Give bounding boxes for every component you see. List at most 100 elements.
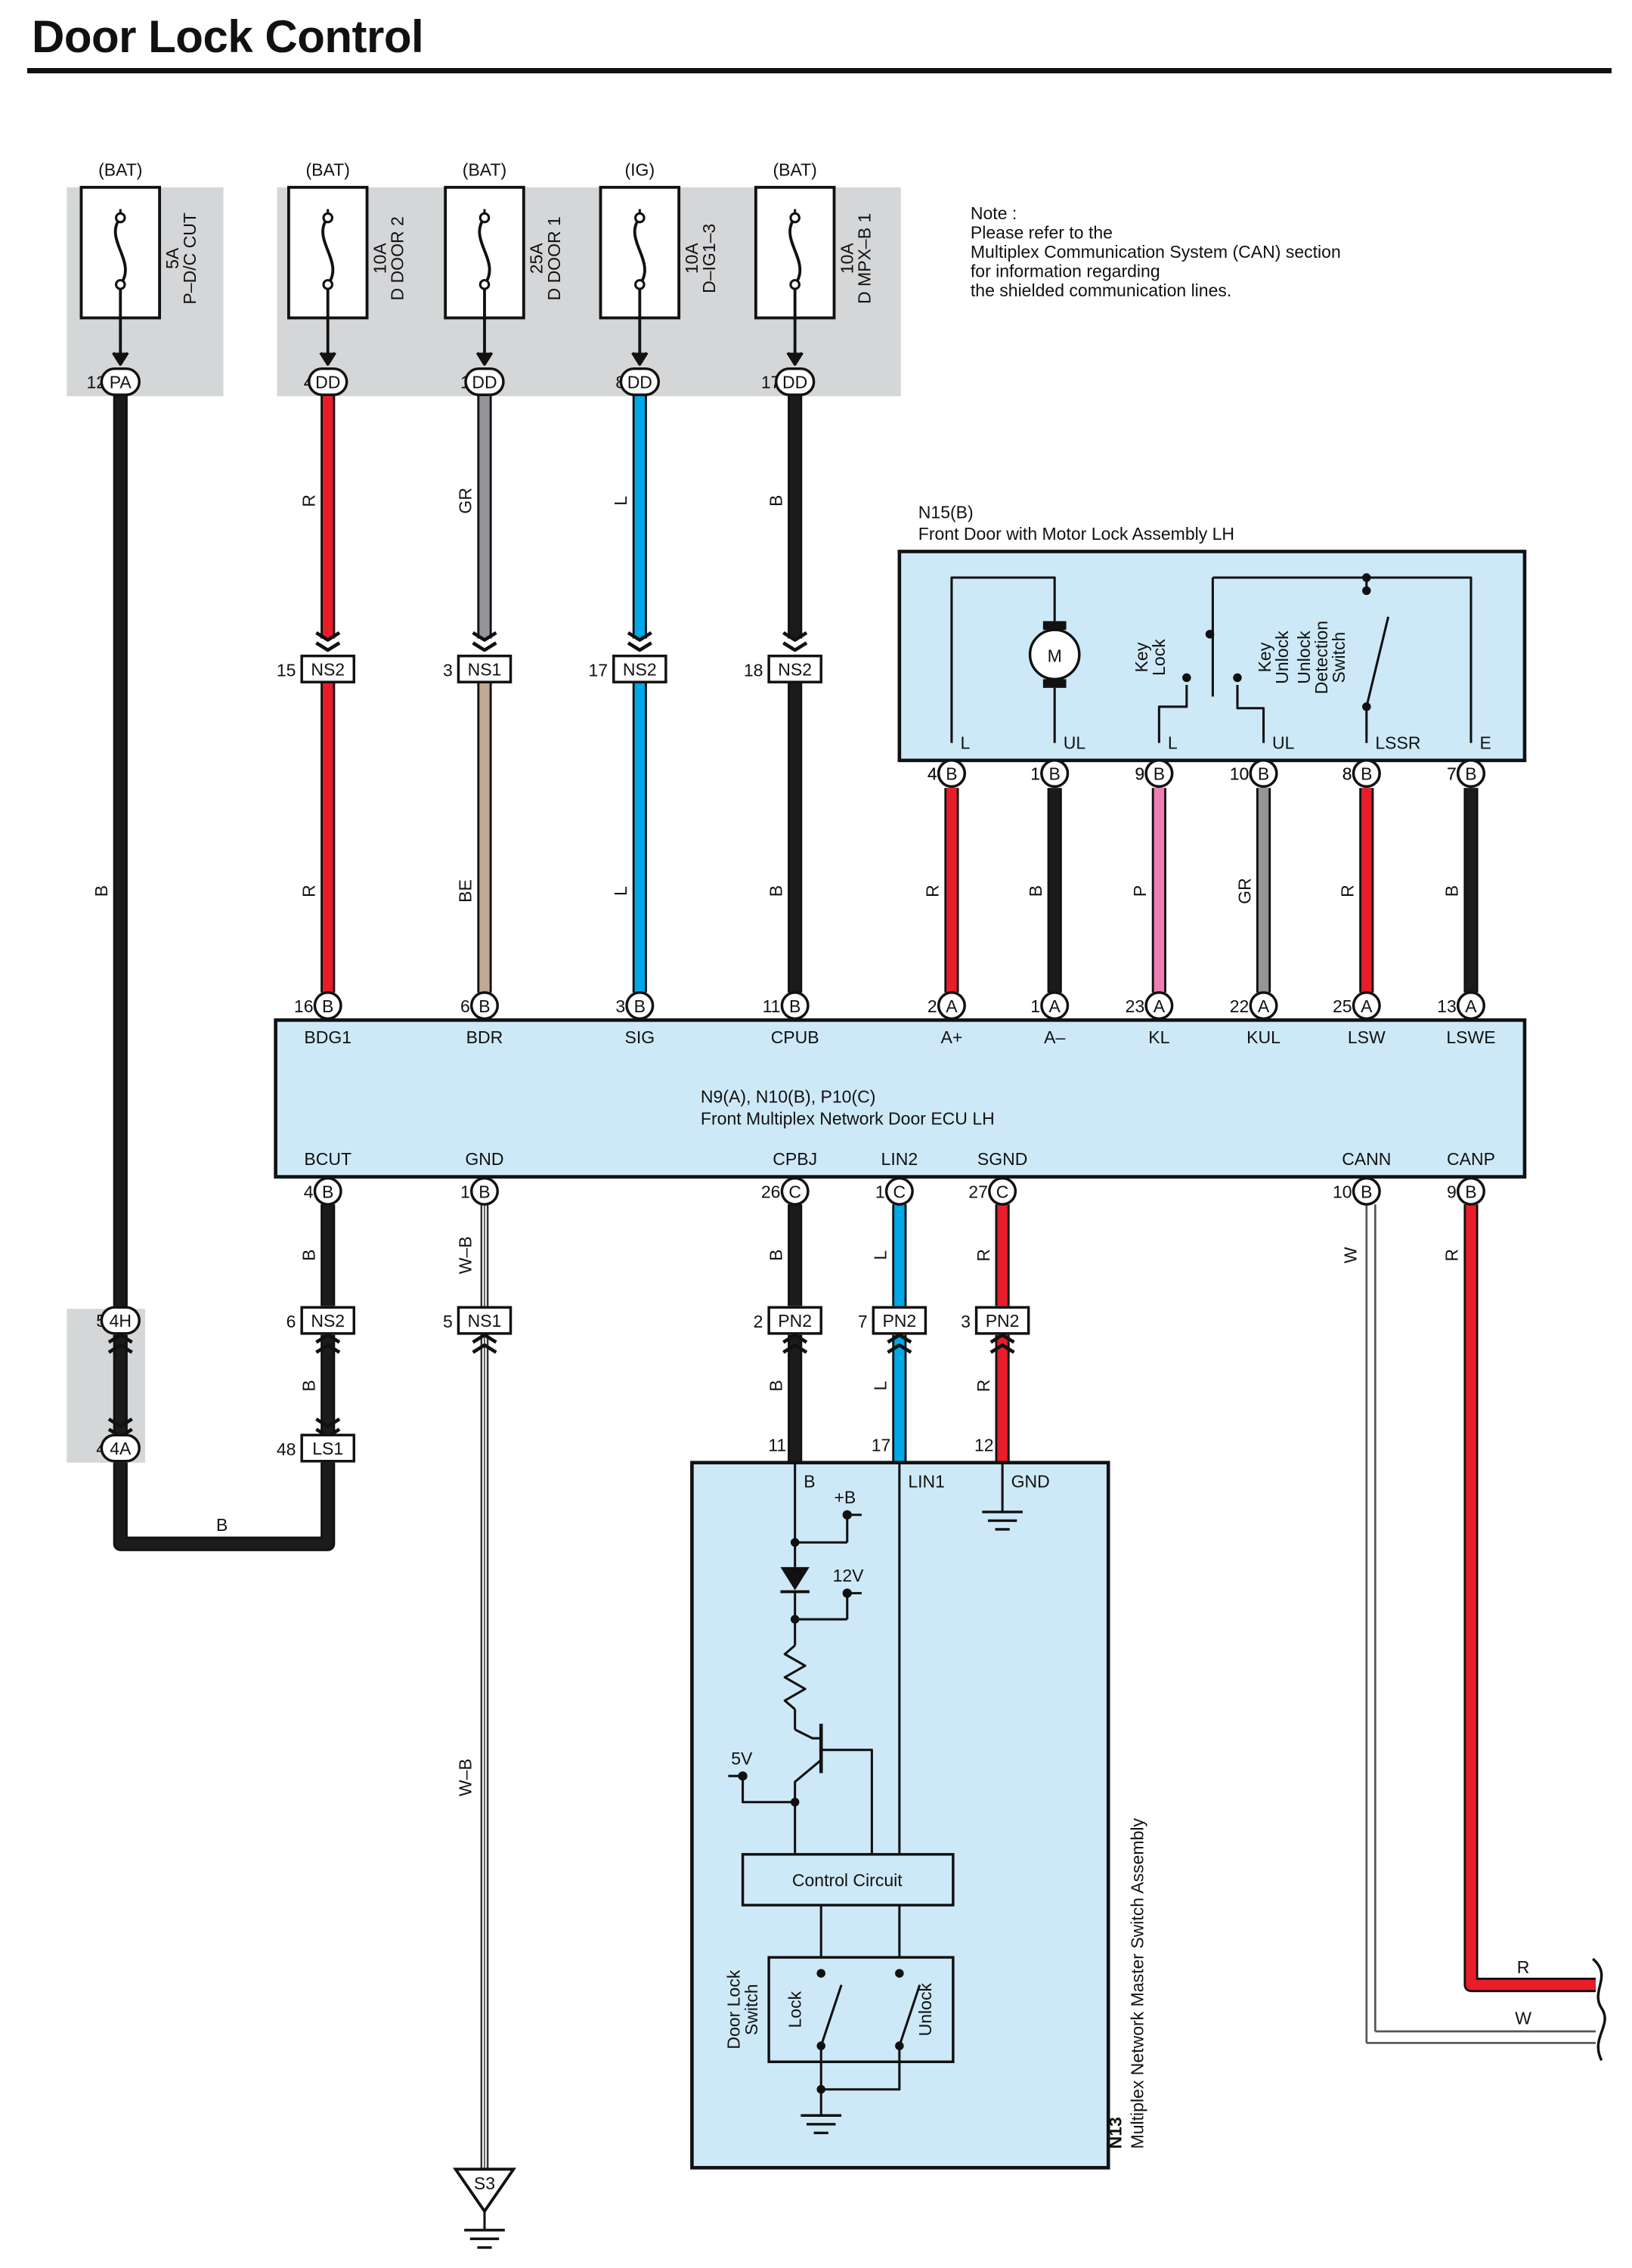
ecu-top-label: LSWE bbox=[1446, 1027, 1495, 1047]
fuse-3-element bbox=[478, 216, 491, 286]
fuse-2-terminal bbox=[322, 279, 334, 290]
conn-ls1-label: LS1 bbox=[312, 1439, 343, 1458]
switch-ground-wire bbox=[819, 2046, 901, 2091]
transistor-emitter bbox=[794, 1728, 822, 1740]
ecu-top-7-pin-letter: A bbox=[1154, 996, 1166, 1016]
junction-upper-4-box bbox=[767, 654, 822, 683]
fuse-2-element bbox=[321, 216, 335, 286]
wire-code: B bbox=[766, 1250, 785, 1261]
v5-label: 5V bbox=[731, 1749, 753, 1768]
fuse-5-terminal bbox=[789, 279, 801, 290]
junction-upper-3-label: NS2 bbox=[623, 660, 657, 680]
plus-b-label: +B bbox=[834, 1487, 856, 1507]
motor-terminal-3-pin-number: 9 bbox=[1135, 764, 1144, 784]
key-lock-wire bbox=[1157, 685, 1188, 743]
control-circuit-box bbox=[741, 1853, 955, 1907]
fuse-5-terminal bbox=[789, 212, 801, 224]
master-pin-number: 12 bbox=[974, 1435, 994, 1455]
conn-4h-pin-letter: 4H bbox=[110, 1311, 132, 1331]
ecu-top-label: A+ bbox=[941, 1027, 963, 1047]
wire-code: R bbox=[299, 885, 318, 897]
key-lock-contact bbox=[1182, 673, 1191, 683]
motor-terminal-top-1-pin-badge bbox=[937, 759, 966, 789]
detection-label: Unlock bbox=[1294, 631, 1314, 684]
wire-code: W bbox=[1340, 1247, 1360, 1263]
fuse-2-arrow bbox=[319, 352, 336, 366]
junction-upper-2-pin-number: 3 bbox=[443, 661, 453, 680]
key-unlock-label: Key bbox=[1255, 642, 1274, 672]
ecu-bottom-label: LIN2 bbox=[881, 1149, 918, 1169]
junction-upper-1-chevron bbox=[315, 641, 341, 652]
fuse-5-arrow bbox=[786, 352, 804, 366]
junction-lower-3-chevron bbox=[782, 1333, 808, 1344]
fuse-4-arrow bbox=[631, 352, 649, 366]
wire-code: B bbox=[1442, 885, 1462, 897]
junction-lower-1-pin-number: 6 bbox=[286, 1312, 296, 1331]
motor-terminal-top-3-pin-badge bbox=[1144, 759, 1174, 789]
junction-lower-1-box bbox=[300, 1306, 355, 1335]
ecu-top-3-pin-letter: B bbox=[634, 996, 646, 1016]
ecu-top-4-pin-badge bbox=[780, 991, 810, 1021]
junction-upper-4-label: NS2 bbox=[778, 660, 812, 680]
junction-lower-2-chevron bbox=[472, 1343, 497, 1354]
ecu-top-3-pin-badge bbox=[625, 991, 655, 1021]
fuse-3-source: (BAT) bbox=[463, 160, 506, 179]
ecu-bottom-5-pin-number: 27 bbox=[968, 1182, 988, 1201]
motor-terminal-4-pin-number: 10 bbox=[1230, 764, 1250, 784]
junction-upper-3-chevron bbox=[627, 631, 652, 642]
ecu-top-1-pin-letter: B bbox=[322, 996, 333, 1016]
fuse-conn-2-pin-letter: DD bbox=[315, 373, 340, 392]
detection-switch-blade bbox=[1365, 616, 1390, 708]
ecu-bottom-3-pin-number: 26 bbox=[761, 1182, 781, 1201]
detection-label: Detection bbox=[1311, 621, 1331, 694]
motor-terminal-top-2-pin-badge bbox=[1040, 759, 1070, 789]
note-line: Multiplex Communication System (CAN) sec… bbox=[971, 242, 1341, 262]
switch-contact bbox=[895, 1969, 904, 1978]
motor-terminal-top-1-pin-letter: B bbox=[946, 764, 957, 784]
motor-terminal-top-6-pin-letter: B bbox=[1465, 764, 1476, 784]
junction-upper-1-chevron bbox=[315, 631, 341, 642]
wire-code: R bbox=[974, 1380, 993, 1393]
junction-upper-3-chevron bbox=[627, 641, 652, 652]
junction-lower-1-label: NS2 bbox=[311, 1311, 345, 1331]
key-unlock-label: Unlock bbox=[1272, 631, 1292, 684]
motor-terminal-top-5-pin-number: 8 bbox=[1342, 764, 1352, 784]
ecu-top-4-pin-letter: B bbox=[789, 996, 801, 1016]
ground-point-label: S3 bbox=[474, 2174, 495, 2193]
junction-lower-4-pin-number: 7 bbox=[858, 1312, 868, 1331]
junction-upper-3-box bbox=[612, 654, 667, 683]
detection-label: Switch bbox=[1329, 632, 1349, 683]
ecu-top-6-pin-number: 1 bbox=[1030, 996, 1040, 1016]
ecu-top-label: A– bbox=[1044, 1027, 1065, 1047]
master-switch-code: N13 bbox=[1105, 2117, 1125, 2149]
ecu-bottom-1-pin-badge bbox=[313, 1176, 342, 1206]
motor-terminal-label: LSSR bbox=[1375, 733, 1420, 752]
fuse-4-name: D–IG1–3 bbox=[699, 224, 719, 293]
fuse-1-terminal bbox=[114, 212, 126, 224]
ecu-top-5-pin-letter: A bbox=[946, 996, 958, 1016]
junction-lower-5-chevron bbox=[989, 1343, 1015, 1354]
ecu-bottom-2-pin-number: 1 bbox=[460, 1182, 470, 1201]
ecu-bottom-4-pin-badge bbox=[884, 1176, 914, 1206]
ecu-top-10-pin-badge bbox=[1456, 991, 1485, 1021]
conn-4a-chevron bbox=[107, 1418, 133, 1429]
wire-code: BE bbox=[456, 879, 475, 903]
ecu-top-label: SIG bbox=[624, 1027, 655, 1047]
note-line: Please refer to the bbox=[971, 223, 1113, 243]
junction-upper-2-chevron bbox=[472, 641, 497, 652]
e-wire bbox=[1212, 576, 1473, 743]
master-pin-label: GND bbox=[1011, 1471, 1050, 1491]
fuse-4-terminal bbox=[634, 212, 646, 224]
ecu-bottom-4-pin-letter: C bbox=[893, 1182, 906, 1201]
motor-terminal-top-6-pin-badge bbox=[1456, 759, 1485, 789]
note-line: the shielded communication lines. bbox=[971, 280, 1231, 300]
motor-assembly-code: N15(B) bbox=[918, 502, 974, 522]
ecu-bottom-7-pin-badge bbox=[1456, 1176, 1485, 1206]
wire-code: W–B bbox=[456, 1236, 475, 1274]
junction-lower-3-box bbox=[767, 1306, 822, 1335]
key-lock-label: Lock bbox=[1149, 639, 1169, 676]
wire-code: B bbox=[766, 885, 785, 897]
ecu-top-label: KUL bbox=[1246, 1027, 1281, 1047]
control-circuit-label: Control Circuit bbox=[792, 1870, 903, 1890]
